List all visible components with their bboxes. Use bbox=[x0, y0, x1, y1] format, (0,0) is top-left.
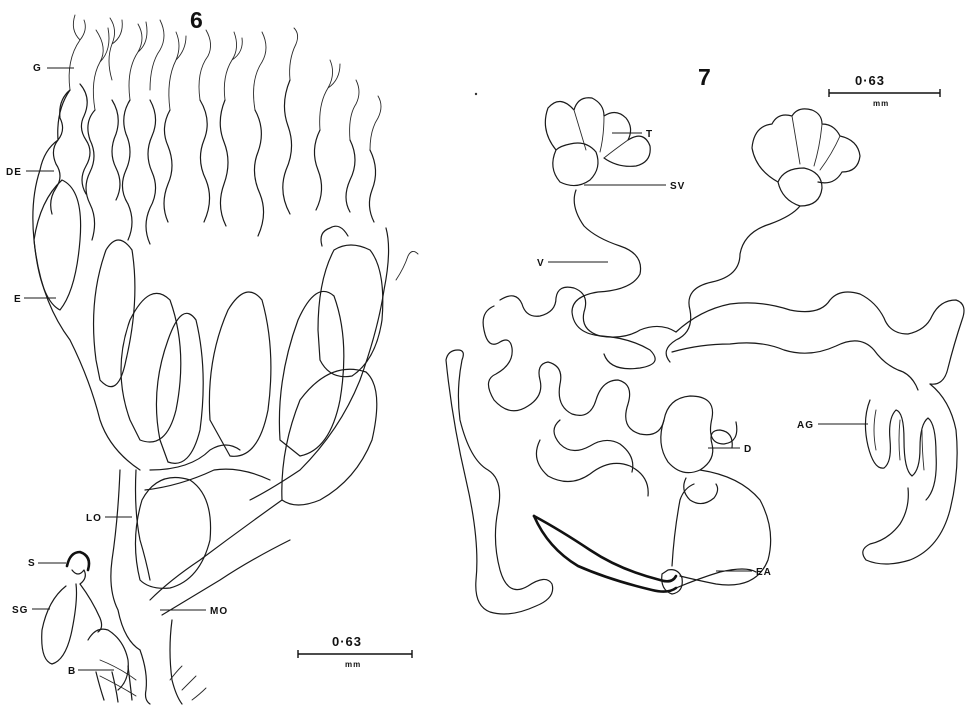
label-E: E bbox=[14, 294, 22, 305]
figure-7-accessory-gland bbox=[863, 384, 957, 564]
figure-7-labels: T SV V AG D EA bbox=[537, 129, 868, 578]
figure-6-scale-value: 0·63 bbox=[332, 634, 362, 649]
label-AG: AG bbox=[797, 420, 814, 431]
figure-7-scale-bar: 0·63 mm bbox=[829, 73, 940, 108]
label-S: S bbox=[28, 558, 36, 569]
label-V: V bbox=[537, 258, 545, 269]
figure-7-testis-right bbox=[666, 109, 860, 362]
figure-6-terminal-ducts bbox=[69, 15, 381, 150]
figure-6-main-ducts bbox=[111, 445, 290, 704]
label-LO: LO bbox=[86, 513, 102, 524]
figure-6-scale-unit: mm bbox=[345, 660, 361, 669]
label-B: B bbox=[68, 666, 76, 677]
figure-6-labels: G DE E LO S SG MO B bbox=[6, 63, 228, 677]
figure-6: 6 bbox=[6, 7, 418, 704]
figure-6-lobes bbox=[34, 180, 418, 588]
speck bbox=[475, 93, 477, 95]
figure-7-outer-duct bbox=[446, 350, 553, 614]
label-SV: SV bbox=[670, 181, 685, 192]
label-DE: DE bbox=[6, 167, 22, 178]
figure-6-lobule-outline bbox=[33, 90, 140, 470]
figure-6-scale-bar: 0·63 mm bbox=[298, 634, 412, 669]
figure-7-aedeagus bbox=[534, 484, 756, 594]
label-T: T bbox=[646, 129, 653, 140]
label-G: G bbox=[33, 63, 42, 74]
figure-7-testis-left bbox=[545, 98, 655, 369]
figure-6-ductules bbox=[51, 80, 376, 244]
figure-7-scale-value: 0·63 bbox=[855, 73, 885, 88]
label-D: D bbox=[744, 444, 752, 455]
label-MO: MO bbox=[210, 606, 228, 617]
figure-7-ducts bbox=[483, 287, 964, 585]
figure-7-number: 7 bbox=[698, 64, 711, 90]
label-EA: EA bbox=[756, 567, 772, 578]
figure-6-salivary-parts bbox=[42, 552, 206, 702]
figure-7: 7 bbox=[446, 64, 964, 614]
figure-7-scale-unit: mm bbox=[873, 99, 889, 108]
figure-6-number: 6 bbox=[190, 7, 203, 33]
label-SG: SG bbox=[12, 605, 28, 616]
